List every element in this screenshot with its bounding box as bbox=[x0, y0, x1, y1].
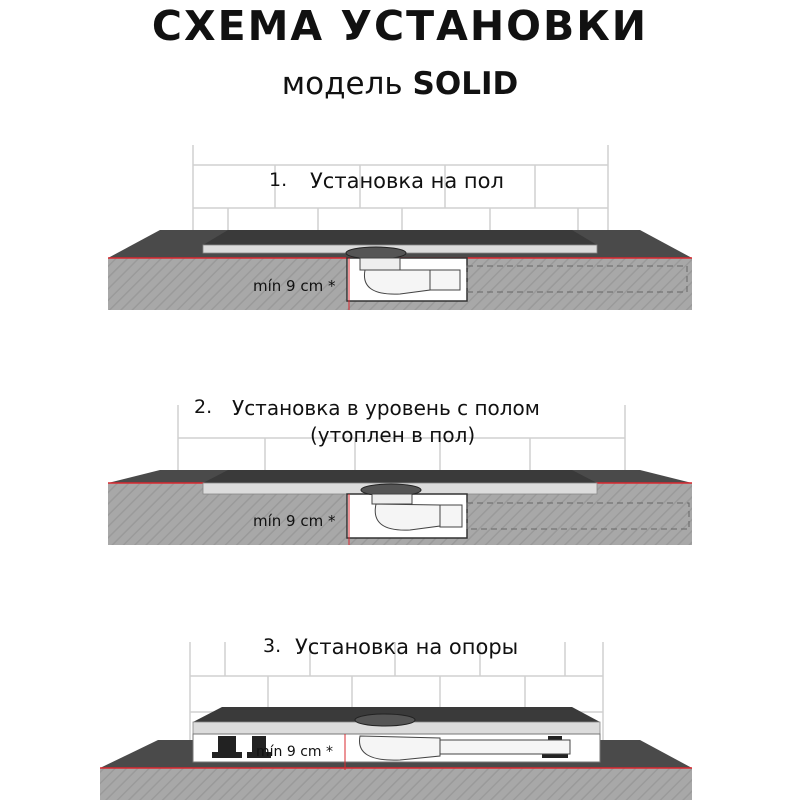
model-name: SOLID bbox=[412, 66, 519, 102]
section-1-diagram: mín 9 cm * 1. Установка на пол bbox=[108, 145, 692, 310]
section-number: 3. bbox=[263, 635, 281, 657]
page-subtitle: модель SOLID bbox=[0, 66, 800, 102]
siphon-drain bbox=[354, 713, 571, 761]
shower-tray bbox=[203, 470, 597, 483]
tile-wall bbox=[192, 145, 609, 245]
subtitle-prefix: модель bbox=[281, 66, 413, 102]
tile-wall bbox=[177, 405, 626, 470]
section-title-line1: Установка в уровень с полом bbox=[232, 396, 540, 420]
section-number: 2. bbox=[194, 396, 212, 418]
siphon-drain bbox=[345, 246, 461, 295]
shower-tray bbox=[203, 230, 597, 245]
dimension-label: mín 9 cm * bbox=[253, 512, 336, 530]
drain-pipe bbox=[466, 265, 688, 293]
drain-pipe bbox=[466, 502, 690, 530]
section-2-diagram: mín 9 cm * 2. Установка в уровень с поло… bbox=[108, 396, 692, 545]
siphon-drain bbox=[360, 483, 463, 531]
section-3-diagram: mín 9 cm * 3. Установка на опоры bbox=[100, 635, 692, 800]
page-title: СХЕМА УСТАНОВКИ bbox=[151, 2, 649, 50]
section-title: Установка на пол bbox=[310, 169, 504, 193]
section-title-line2: (утоплен в пол) bbox=[310, 423, 475, 447]
dimension-label: mín 9 cm * bbox=[253, 277, 336, 295]
section-title: Установка на опоры bbox=[295, 635, 518, 659]
section-number: 1. bbox=[269, 169, 287, 191]
dimension-label: mín 9 cm * bbox=[256, 744, 333, 760]
floor-body bbox=[100, 768, 692, 800]
